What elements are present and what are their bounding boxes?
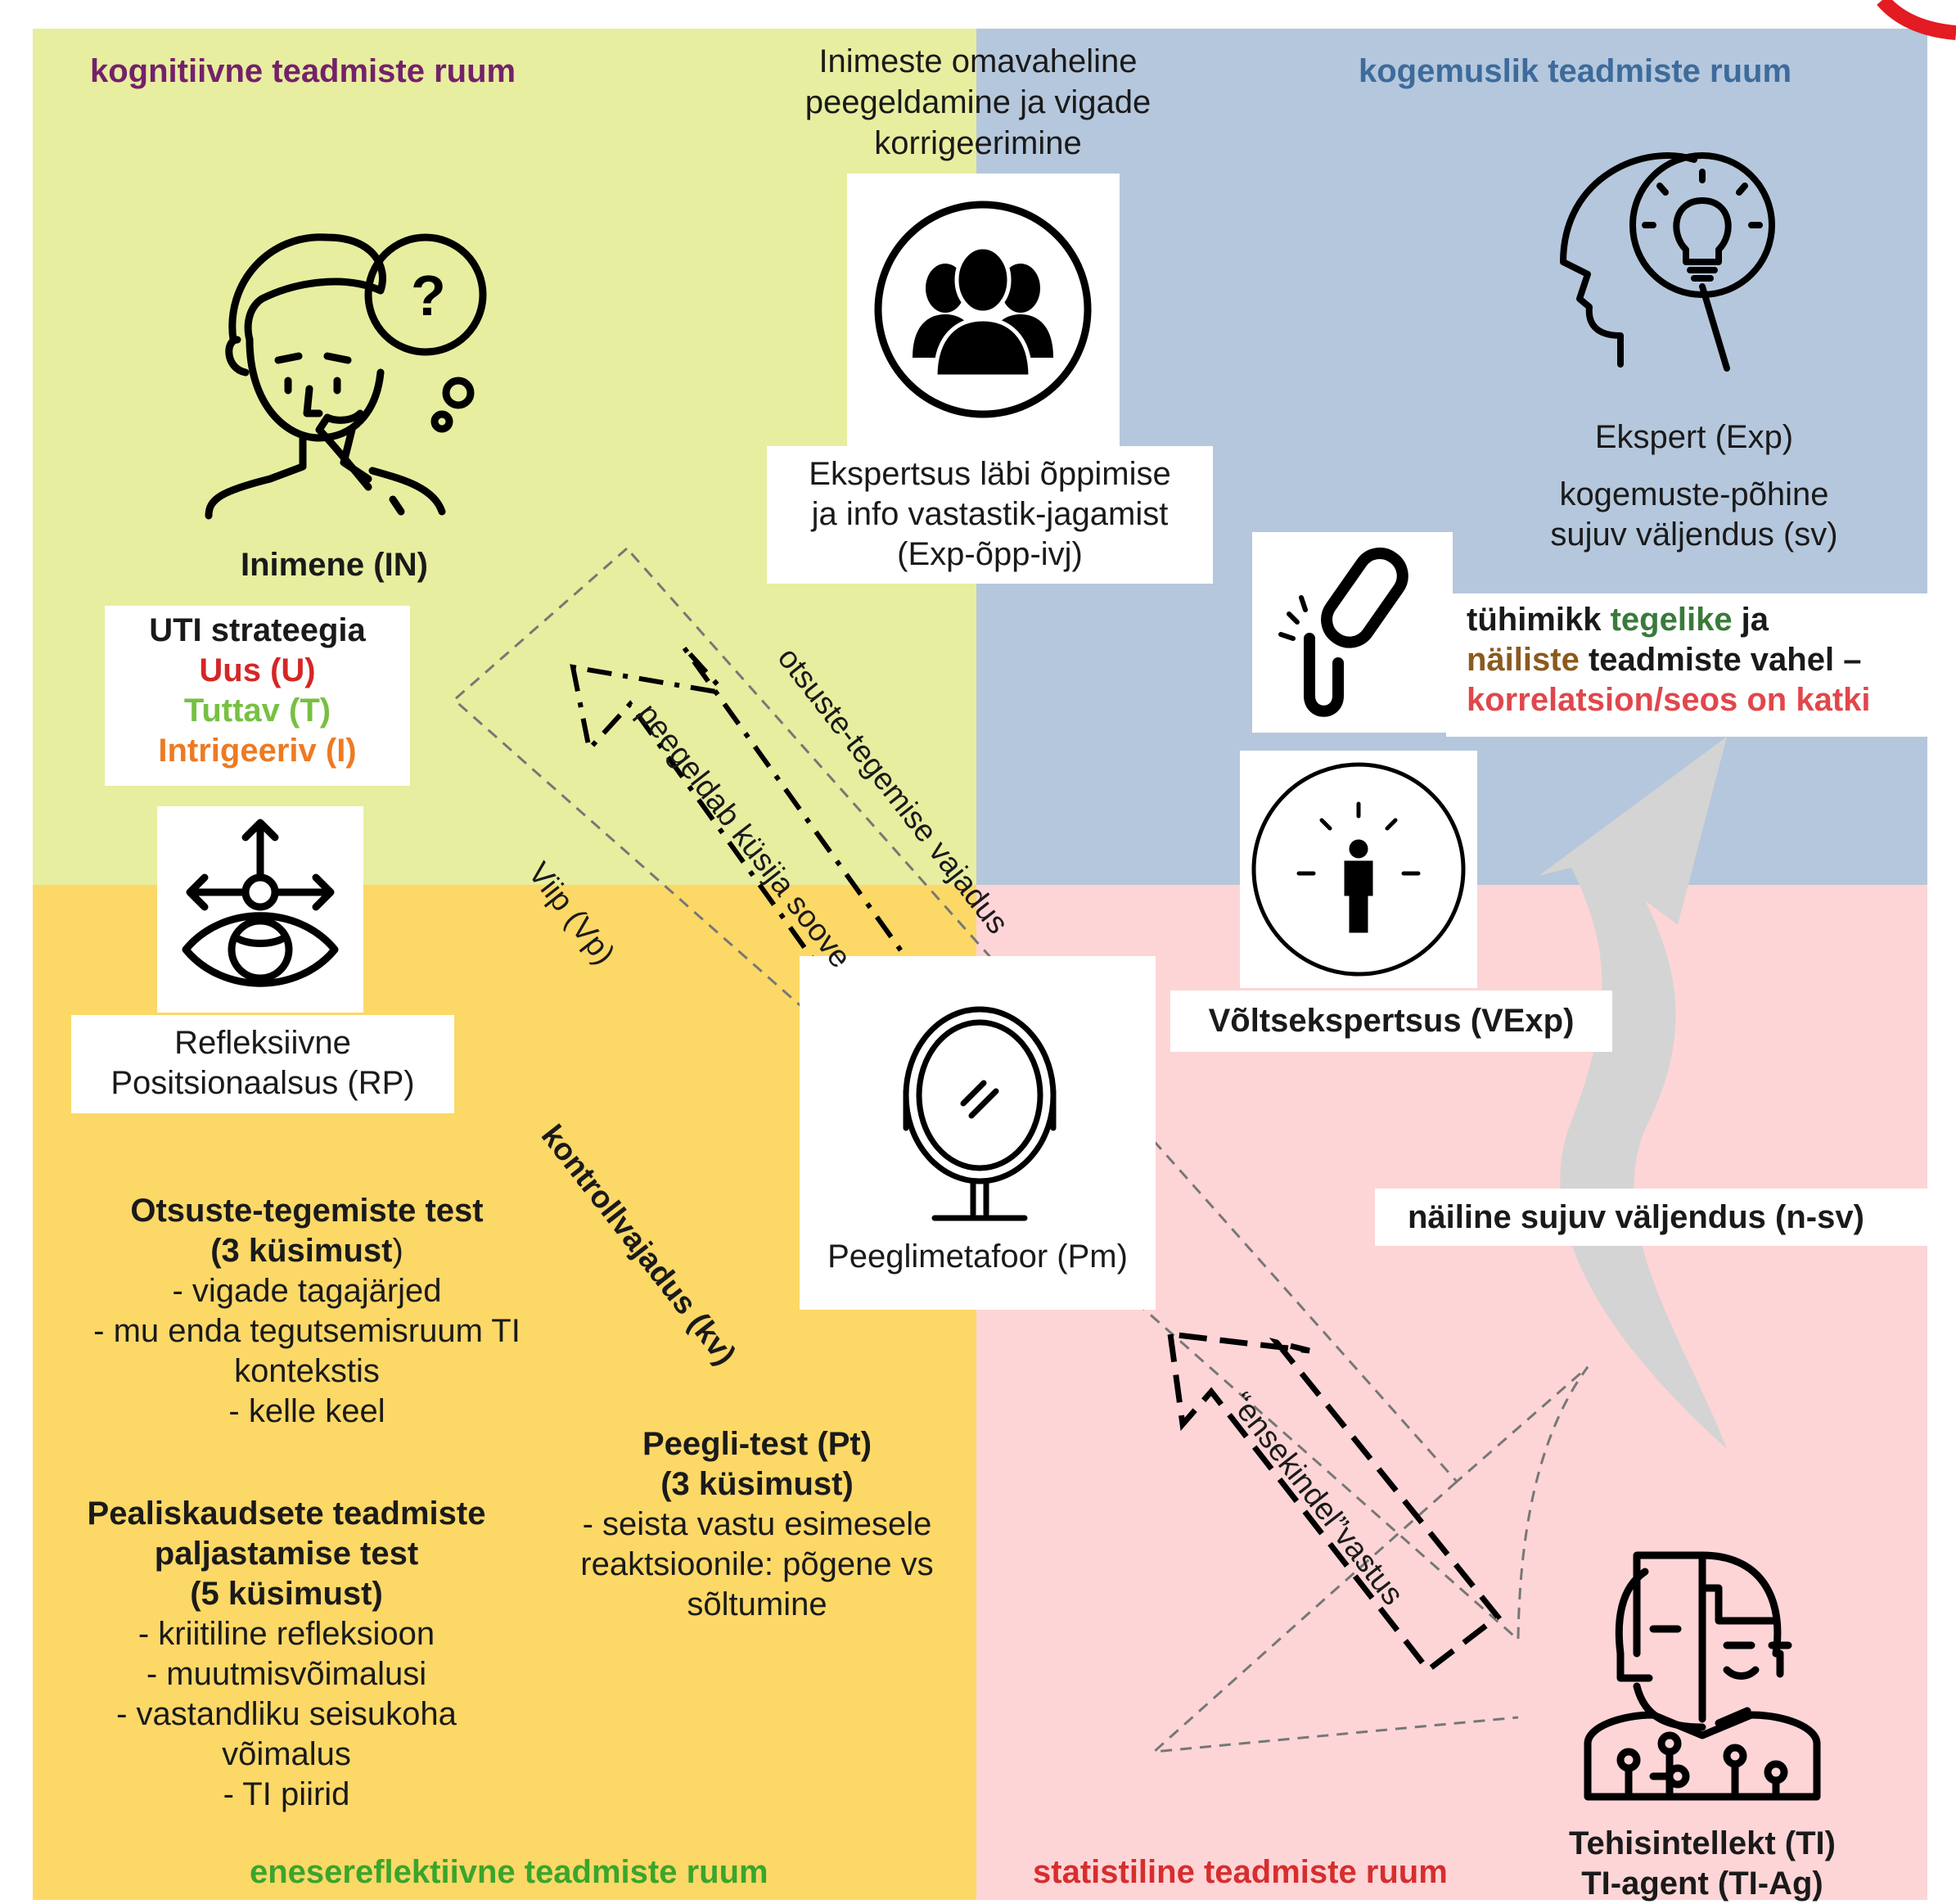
broken-chain-icon bbox=[1278, 547, 1408, 717]
decision-test-title: Otsuste-tegemiste test bbox=[130, 1193, 484, 1229]
corner-accent-arc bbox=[1877, 0, 1956, 40]
gap-correlation-broken: korrelatsion/seos on katki bbox=[1467, 682, 1871, 718]
quadrant-title-statistical: statistiline teadmiste ruum bbox=[1033, 1854, 1448, 1890]
eye-compass-icon bbox=[182, 819, 339, 987]
implicit-knowledge-test-block: Pealiskaudsete teadmiste paljastamise te… bbox=[87, 1496, 486, 1812]
ai-agent-icon bbox=[1584, 1551, 1821, 1801]
human-label: Inimene (IN) bbox=[241, 547, 428, 583]
group-label-box: Ekspertsus läbi õppimise ja info vastast… bbox=[767, 446, 1213, 584]
quadrant-title-self-reflective: enesereflektiivne teadmiste ruum bbox=[250, 1854, 768, 1890]
uti-title: UTI strateegia bbox=[149, 612, 366, 648]
gap-text-box: tühimikk tegelike ja näiliste teadmiste … bbox=[1446, 593, 1927, 737]
fake-expert-icon-box bbox=[1240, 751, 1477, 988]
apparent-fluency-box: näiline sujuv väljendus (n-sv) bbox=[1375, 1189, 1927, 1246]
quadrant-title-experiential: kogemuslik teadmiste ruum bbox=[1359, 53, 1792, 89]
broken-chain-box bbox=[1252, 532, 1453, 733]
ai-label: Tehisintellekt (TI) TI-agent (TI-Ag) bbox=[1569, 1825, 1836, 1902]
group-people-icon bbox=[874, 201, 1092, 418]
peer-reflection-caption: Inimeste omavaheline peegeldamine ja vig… bbox=[804, 43, 1152, 161]
head-lightbulb-icon bbox=[1560, 152, 1775, 372]
expert-sub: kogemuste-põhine sujuv väljendus (sv) bbox=[1550, 476, 1838, 553]
mirror-test-title: Peegli-test (Pt) bbox=[642, 1426, 872, 1462]
mirror-label: Peeglimetafoor (Pm) bbox=[827, 1239, 1128, 1275]
svg-text:?: ? bbox=[411, 264, 446, 327]
mirror-box: Peeglimetafoor (Pm) bbox=[800, 956, 1156, 1310]
gap-actual-word: tegelike bbox=[1610, 602, 1733, 638]
gap-apparent-word: näiliste bbox=[1467, 642, 1580, 678]
fake-expert-label-box: Võltsekspertsus (VExp) bbox=[1170, 990, 1612, 1052]
mirror-icon bbox=[903, 1006, 1057, 1221]
reflexive-icon-box bbox=[157, 806, 363, 1013]
uti-intriguing: Intrigeeriv (I) bbox=[158, 733, 357, 769]
expert-label: Ekspert (Exp) bbox=[1594, 419, 1794, 455]
person-spotlight-icon bbox=[1251, 762, 1466, 977]
reflexive-label-box: Refleksiivne Positsionaalsus (RP) bbox=[71, 1015, 454, 1113]
upward-curved-arrow bbox=[1539, 737, 1727, 1449]
thinking-person-icon: ? bbox=[205, 233, 487, 520]
mirror-test-block: Peegli-test (Pt) (3 küsimust) - seista v… bbox=[544, 1424, 970, 1625]
uti-new: Uus (U) bbox=[199, 652, 316, 688]
quadrant-title-cognitive: kognitiivne teadmiste ruum bbox=[90, 53, 516, 89]
group-icon-box bbox=[847, 174, 1120, 446]
uti-familiar: Tuttav (T) bbox=[183, 693, 331, 729]
uti-strategy-box: UTI strateegia Uus (U) Tuttav (T) Intrig… bbox=[105, 606, 410, 786]
decision-test-block: Otsuste-tegemiste test (3 küsimust) - vi… bbox=[65, 1191, 548, 1432]
